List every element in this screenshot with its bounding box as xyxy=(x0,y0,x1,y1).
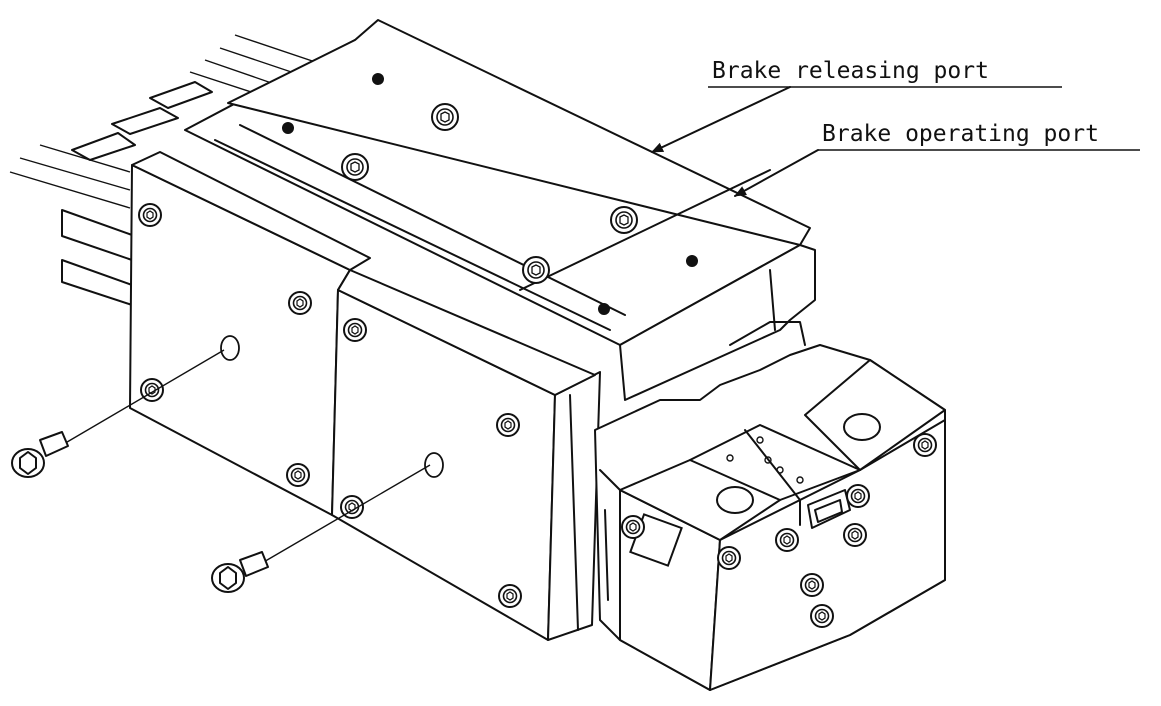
guide-rails xyxy=(9,34,346,306)
operate-port-label: Brake operating port xyxy=(822,121,1099,147)
loose-screw-upper xyxy=(11,349,225,478)
motor-cover-left xyxy=(129,151,371,516)
loose-screw-lower xyxy=(211,464,431,593)
callout-operate-port: Brake operating port xyxy=(734,121,1140,197)
top-screws xyxy=(282,73,698,315)
port-holes xyxy=(220,335,444,478)
motor-cover-right xyxy=(331,269,601,641)
release-port-label: Brake releasing port xyxy=(712,58,989,84)
callout-release-port: Brake releasing port xyxy=(651,58,1062,153)
body-side-face xyxy=(619,244,816,401)
end-block xyxy=(594,344,946,691)
